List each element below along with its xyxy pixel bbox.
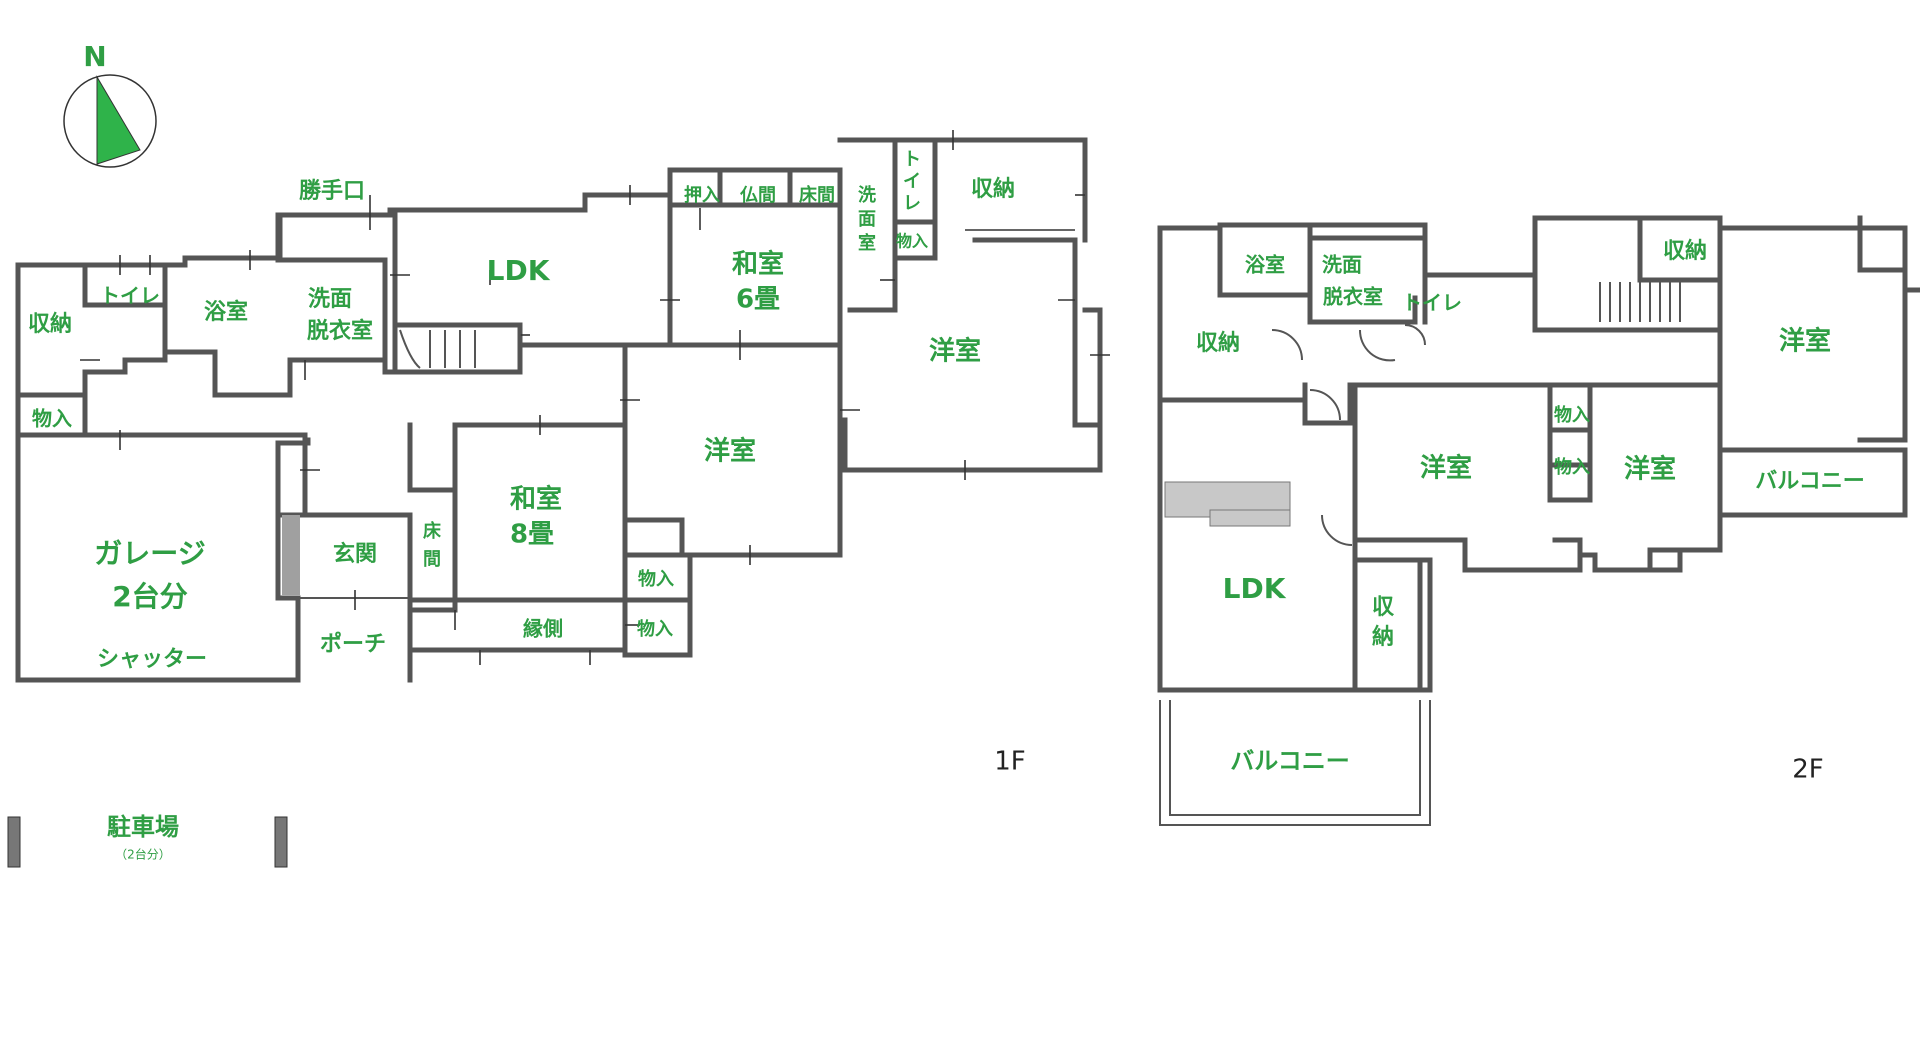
room-label-washitsu8: 和室 <box>510 484 562 515</box>
room-label-engawa: 縁側 <box>523 617 563 641</box>
room-label-parking: 駐車場 <box>107 813 179 841</box>
parking-posts <box>7 816 288 868</box>
room-label-balcony-south: バルコニー <box>1230 747 1350 775</box>
room-label-washitsu8-size: 8畳 <box>510 520 554 550</box>
room-label-porch: ポーチ <box>320 631 386 657</box>
first-floor-openings <box>80 130 1110 665</box>
room-label-yoshitsu-right-2f: 洋室 <box>1624 454 1676 485</box>
room-label-monoire-west: 物入 <box>32 407 72 431</box>
room-label-yoshitsu-center: 洋室 <box>704 436 756 467</box>
garage-wall-segment <box>282 515 300 595</box>
room-label-genkan: 玄関 <box>333 541 377 567</box>
room-label-yoshitsu-ne: 洋室 <box>929 336 981 367</box>
second-floor-doors <box>1271 324 1426 546</box>
room-label-shuno-vertical-2f: 収納 <box>1372 595 1395 650</box>
floor-label-2f: 2F <box>1792 755 1824 785</box>
room-label-monoire-1-2f: 物入 <box>1554 404 1590 426</box>
room-label-tokoma-vertical: 床間 <box>423 520 442 570</box>
room-label-senmenshitsu-vertical: 洗面室 <box>858 184 876 254</box>
room-label-oshiire: 押入 <box>684 184 720 206</box>
room-label-balcony-east: バルコニー <box>1755 469 1865 494</box>
room-label-washitsu6-size: 6畳 <box>736 285 780 315</box>
room-label-monoire-north: 物入 <box>896 232 928 251</box>
room-label-shuno-west: 収納 <box>28 311 72 337</box>
room-label-monoire-a: 物入 <box>638 568 674 590</box>
first-floor-walls <box>15 137 1103 683</box>
room-label-yokushitsu-2f: 浴室 <box>1245 253 1285 277</box>
compass-label: N <box>83 40 106 73</box>
room-labels: 勝手口LDK押入仏間床間収納物入和室6畳トイレ浴室洗面脱衣室収納物入洋室洋室ガレ… <box>28 149 1865 862</box>
room-label-yoshitsu-east: 洋室 <box>1779 326 1831 357</box>
room-label-datsui-2f: 脱衣室 <box>1323 285 1383 309</box>
room-label-senmen-1f: 洗面 <box>308 287 352 312</box>
room-label-shuno-west-2f: 収納 <box>1196 330 1240 356</box>
floor-label-1f: 1F <box>994 747 1026 777</box>
room-label-datsui-1f: 脱衣室 <box>307 318 373 344</box>
room-label-ldk-2f: LDK <box>1223 572 1287 605</box>
room-label-butsuma: 仏間 <box>740 185 776 206</box>
compass: N <box>63 40 157 168</box>
first-floor-stairs <box>394 324 521 373</box>
room-label-toilet-2f: トイレ <box>1402 291 1462 315</box>
room-label-tokonoma: 床間 <box>799 184 835 206</box>
room-label-toilet-vertical: トイレ <box>903 149 921 214</box>
second-floor-walls <box>1157 215 1920 826</box>
room-label-monoire-b: 物入 <box>637 618 673 640</box>
room-label-washitsu6: 和室 <box>732 249 784 280</box>
room-label-garage: ガレージ <box>94 537 205 570</box>
parking-note: （2台分） <box>115 847 171 862</box>
room-label-katteguchi: 勝手口 <box>299 179 365 204</box>
room-label-shutter: シャッター <box>97 647 207 672</box>
compass-circle <box>63 74 157 168</box>
room-label-garage-capacity: 2台分 <box>112 580 187 613</box>
room-label-senmen-2f: 洗面 <box>1322 253 1362 277</box>
compass-arrow-icon <box>96 75 141 165</box>
room-label-shuno-top-2f: 収納 <box>1663 238 1707 264</box>
room-label-ldk-1f: LDK <box>487 254 551 287</box>
room-label-yoshitsu-center-2f: 洋室 <box>1420 453 1472 484</box>
second-floor-stairs <box>1164 282 1681 527</box>
room-label-toilet-1f: トイレ <box>100 284 160 308</box>
room-label-yokushitsu-1f: 浴室 <box>204 299 248 325</box>
room-label-shuno-north: 収納 <box>971 176 1015 202</box>
room-label-monoire-2-2f: 物入 <box>1554 456 1590 478</box>
